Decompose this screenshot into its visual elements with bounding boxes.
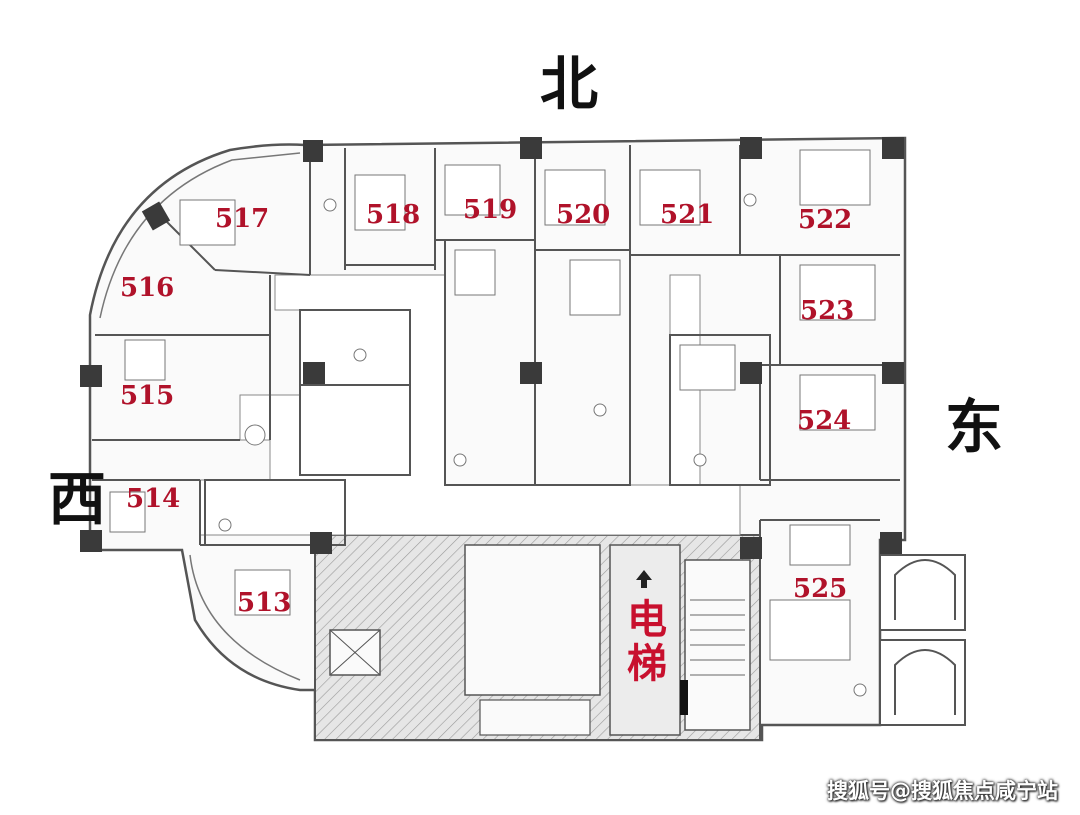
room-label-518: 518 (366, 200, 421, 230)
room-label-520: 520 (556, 200, 611, 230)
bay-window-top (879, 554, 966, 631)
room-label-522: 522 (798, 205, 853, 235)
room-label-513: 513 (237, 588, 292, 618)
room-label-523: 523 (800, 296, 855, 326)
bay-window-bottom (879, 639, 966, 726)
room-label-525: 525 (793, 574, 848, 604)
room-label-519: 519 (463, 195, 518, 225)
room-label-515: 515 (120, 381, 175, 411)
direction-north: 北 (540, 50, 599, 118)
direction-west: 西 (48, 465, 107, 533)
elevator-label: 电梯 (627, 597, 667, 687)
room-label-514: 514 (126, 484, 181, 514)
room-label-524: 524 (797, 406, 852, 436)
watermark: 搜狐号@搜狐焦点咸宁站 (827, 779, 1058, 803)
room-label-516: 516 (120, 273, 175, 303)
structural-columns (80, 137, 904, 559)
room-label-521: 521 (660, 200, 715, 230)
direction-east: 东 (945, 393, 1004, 461)
room-label-517: 517 (215, 204, 270, 234)
elevator-arrow-icon (636, 570, 652, 588)
